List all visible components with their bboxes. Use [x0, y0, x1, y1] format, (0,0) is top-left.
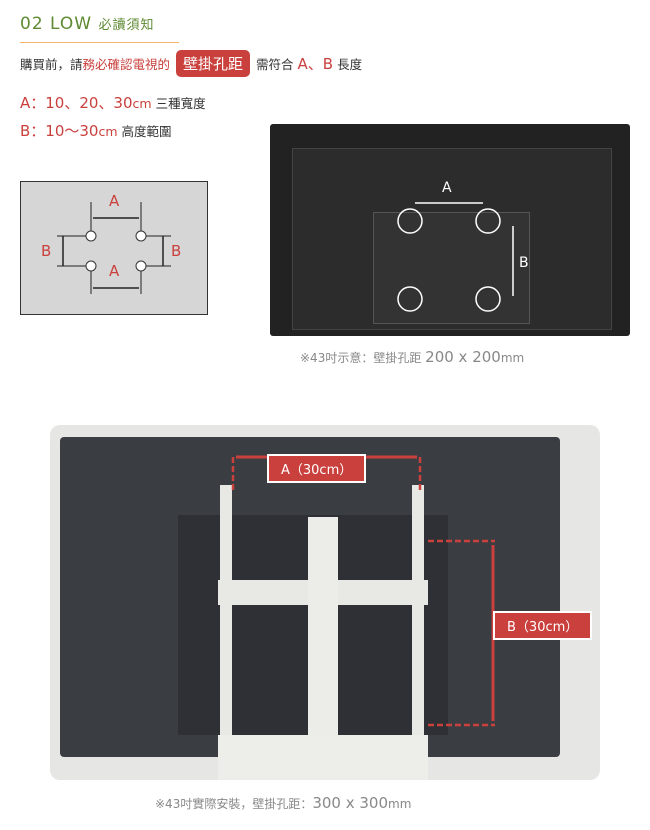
title-text: 02 LOW — [20, 14, 93, 34]
section-title: 02 LOW 必讀須知 — [20, 14, 155, 34]
bracket-right-rail — [412, 485, 424, 735]
tv-example-caption: ※43吋示意：壁掛孔距 200 x 200mm — [300, 348, 524, 366]
intro-text: 購買前，請 務必確認電視的 壁掛孔距 需符合 A、B 長度 — [20, 50, 362, 77]
caption2-unit: mm — [388, 797, 412, 811]
caption1-unit: mm — [500, 351, 525, 365]
caption2-prefix: ※43吋實際安裝，壁掛孔距： — [155, 797, 313, 811]
tv-label-b: B — [519, 255, 529, 271]
spec-a-value: A：10、20、30 — [20, 94, 133, 112]
install-photo: A（30cm） B（30cm） — [50, 425, 600, 780]
intro-middle: 需符合 — [256, 57, 294, 72]
photo-label-b: B（30cm） — [493, 611, 593, 640]
spec-b: B：10～30cm 高度範圍 — [20, 120, 172, 141]
diagram-label-a-top: A — [109, 192, 120, 210]
tv-label-a: A — [442, 180, 452, 196]
install-caption: ※43吋實際安裝，壁掛孔距：300 x 300mm — [155, 794, 411, 812]
intro-suffix: 長度 — [337, 57, 363, 72]
intro-highlight: 務必確認電視的 — [82, 57, 171, 72]
diagram-label-a-bottom: A — [109, 262, 120, 280]
tv-hole-marks — [397, 202, 514, 312]
spec-b-value: B：10～30 — [20, 122, 99, 140]
stand-base — [218, 735, 428, 780]
diagram-graphic — [57, 202, 171, 294]
bracket-left-rail — [220, 485, 232, 735]
intro-prefix: 購買前，請 — [20, 57, 83, 72]
spec-b-desc: 高度範圍 — [121, 124, 172, 139]
intro-badge: 壁掛孔距 — [176, 50, 251, 77]
spec-a: A：10、20、30cm 三種寬度 — [20, 92, 206, 113]
hole-diagram: A A B B — [20, 181, 208, 315]
diagram-label-b-right: B — [171, 242, 182, 260]
spec-a-unit: cm — [132, 96, 152, 111]
spec-a-desc: 三種寬度 — [155, 96, 206, 111]
title-underline — [20, 42, 179, 43]
tv-back-illustration: A B — [270, 124, 630, 336]
photo-label-a: A（30cm） — [267, 454, 367, 483]
caption1-value: 200 x 200 — [425, 348, 501, 366]
caption1-prefix: ※43吋示意：壁掛孔距 — [300, 351, 422, 365]
diagram-label-b-left: B — [41, 242, 52, 260]
spec-b-unit: cm — [98, 124, 118, 139]
caption2-value: 300 x 300 — [312, 794, 389, 812]
title-suffix: 必讀須知 — [98, 18, 155, 33]
intro-ab: A、B — [297, 55, 334, 73]
